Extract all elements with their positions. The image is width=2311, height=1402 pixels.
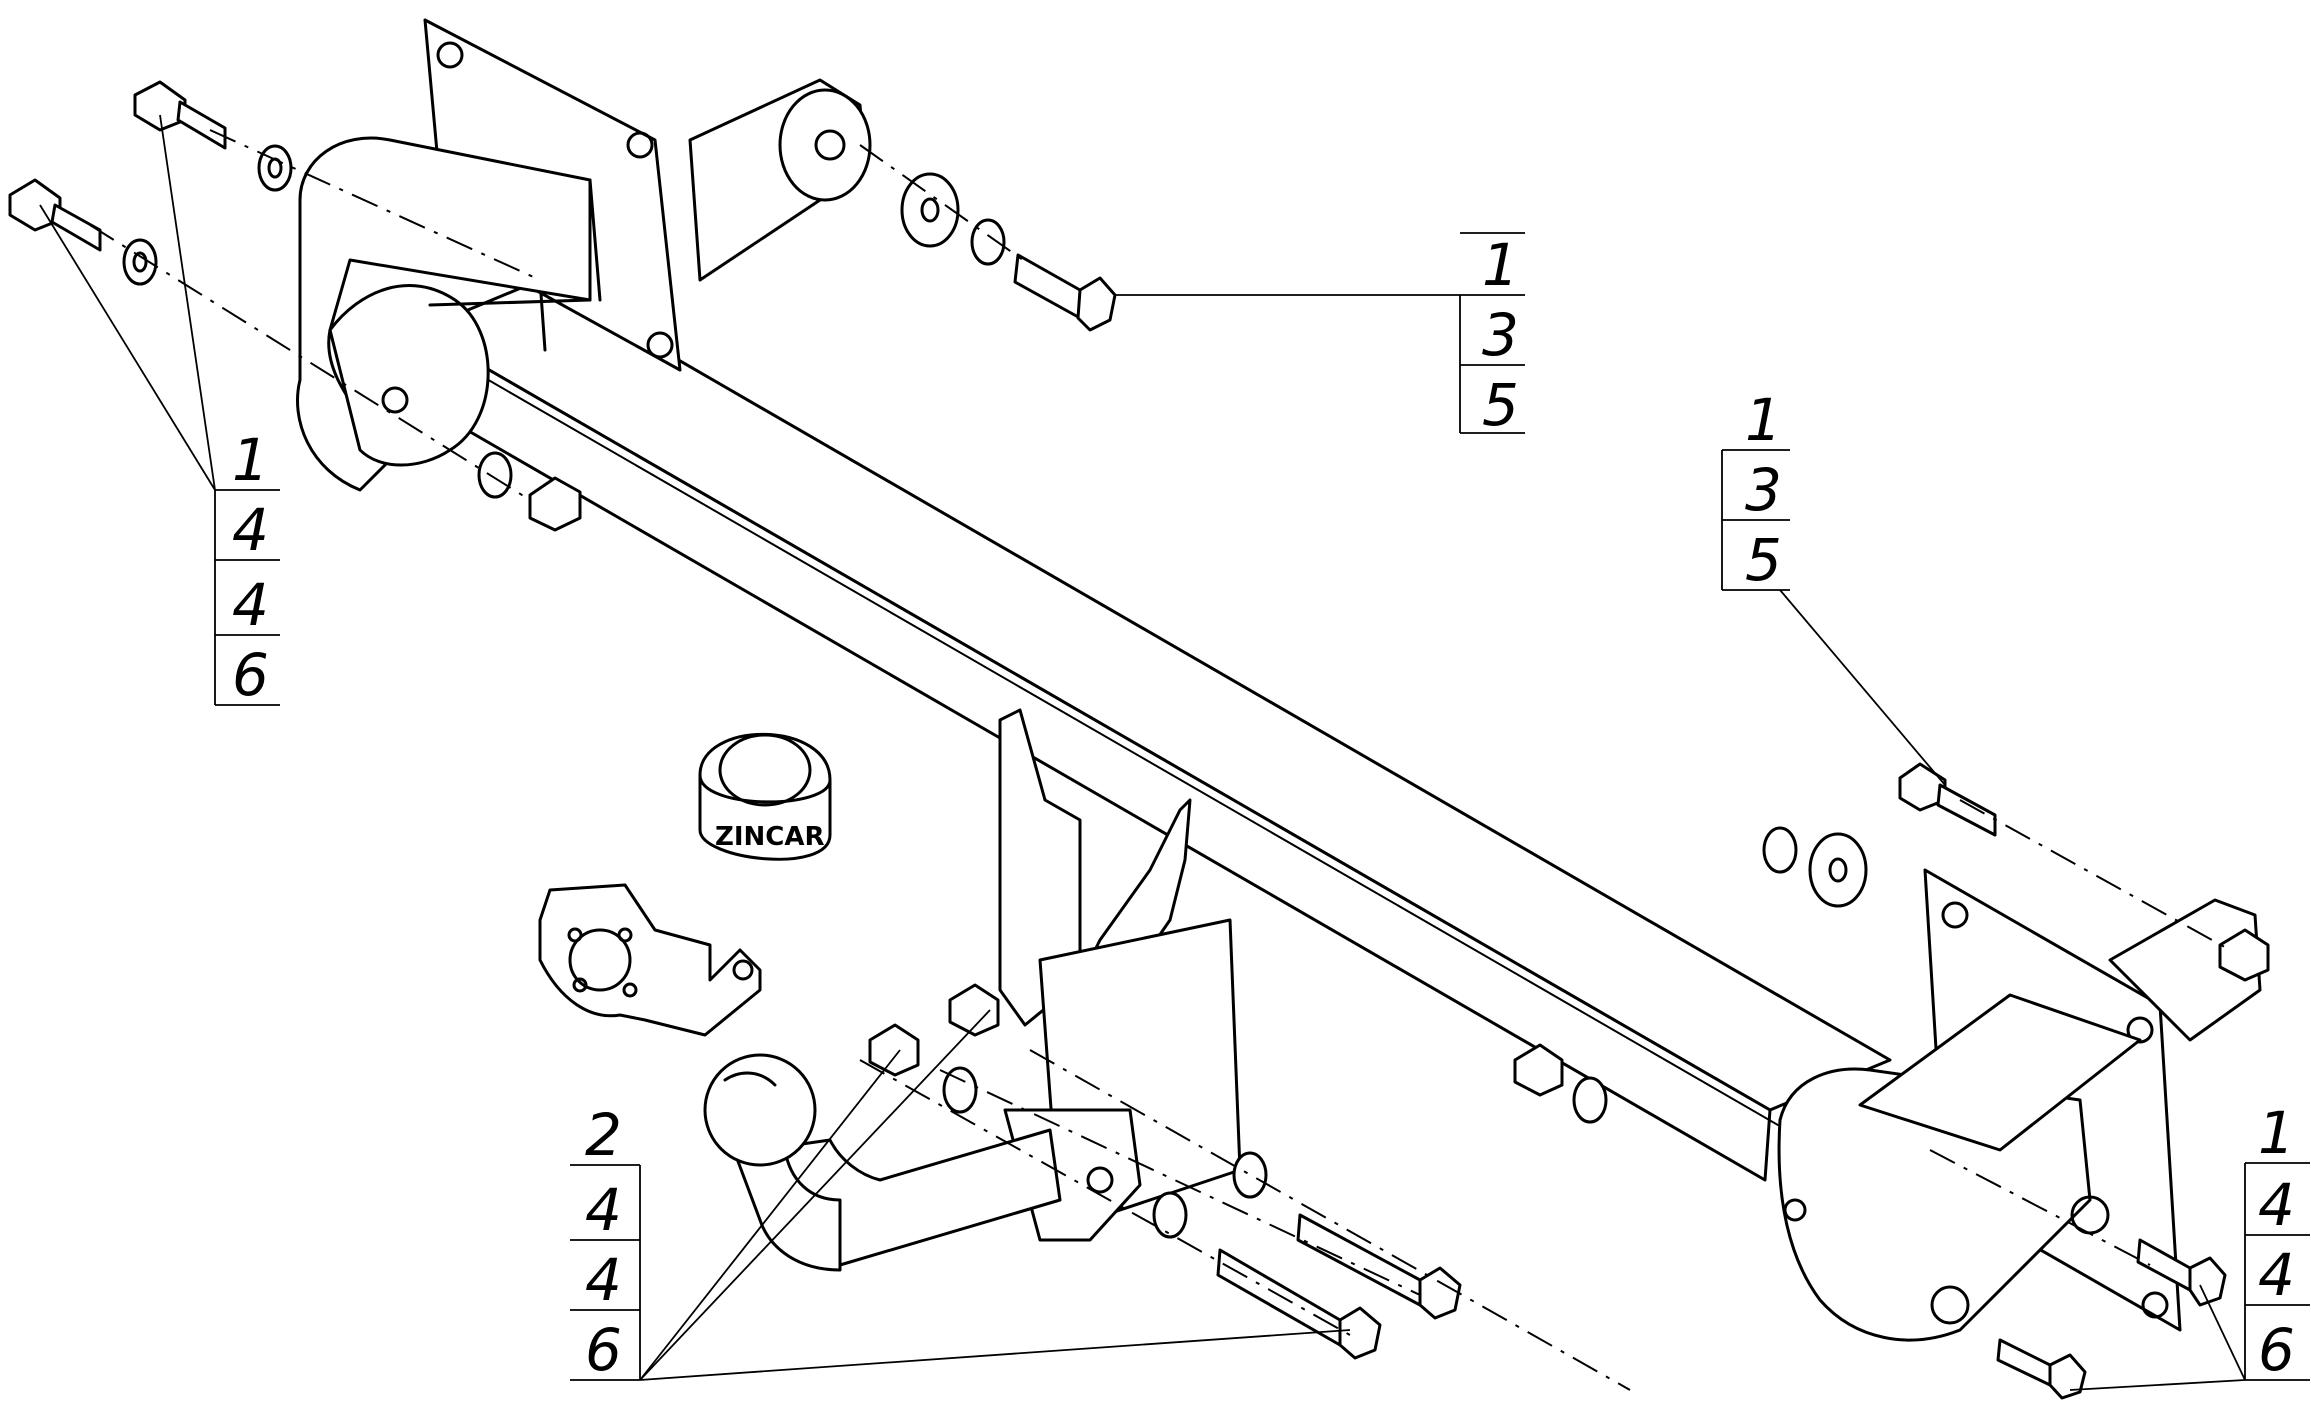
crossbar-beam bbox=[413, 278, 1892, 1182]
bolt-top-right bbox=[1013, 253, 1117, 332]
callout-bottom-right-4: 6 bbox=[2258, 1316, 2295, 1384]
assembly-axes bbox=[89, 129, 2231, 1391]
callout-top-left-4: 6 bbox=[232, 641, 269, 709]
callout-right-2: 3 bbox=[1745, 456, 1782, 524]
socket-mounting-plate bbox=[538, 883, 762, 1037]
left-mounting-bracket bbox=[296, 18, 872, 492]
callout-top-left-3: 4 bbox=[232, 571, 269, 639]
callout-bottom-right-1: 1 bbox=[2258, 1099, 2295, 1167]
bolt-left-upper bbox=[133, 80, 227, 150]
socket-cover-cap: ZINCAR bbox=[698, 732, 832, 861]
bolt-bottom-right-b bbox=[1996, 1338, 2087, 1400]
bolt-right-upper bbox=[1898, 762, 1997, 837]
bolt-bottom-right-a bbox=[2136, 1238, 2227, 1307]
callout-top-right-1: 1 bbox=[1482, 231, 1519, 299]
callout-bottom-center-3: 4 bbox=[585, 1246, 622, 1314]
bolt-hook-lower bbox=[1216, 1248, 1382, 1360]
callout-top-right-3: 5 bbox=[1482, 371, 1519, 439]
callout-bottom-center: 2 4 4 6 bbox=[570, 1101, 641, 1384]
bolt-left-lower bbox=[8, 178, 102, 252]
washers bbox=[122, 144, 1868, 1239]
nuts bbox=[528, 476, 2270, 1097]
callout-bottom-center-4: 6 bbox=[585, 1316, 622, 1384]
callout-top-right: 1 3 5 bbox=[1459, 231, 1525, 439]
right-mounting-bracket bbox=[1777, 868, 2262, 1342]
callout-top-left: 1 4 4 6 bbox=[214, 426, 280, 709]
callout-top-right-2: 3 bbox=[1482, 301, 1519, 369]
callout-bottom-right-2: 4 bbox=[2258, 1171, 2295, 1239]
callout-bottom-center-1: 2 bbox=[585, 1101, 622, 1169]
callout-bottom-right-3: 4 bbox=[2258, 1241, 2295, 1309]
callout-top-left-2: 4 bbox=[232, 496, 269, 564]
leader-lines bbox=[39, 114, 2246, 1391]
callout-bottom-center-2: 4 bbox=[585, 1176, 622, 1244]
callout-bottom-right: 1 4 4 6 bbox=[2244, 1099, 2310, 1384]
bolt-hook-upper bbox=[1296, 1213, 1462, 1320]
callout-right: 1 3 5 bbox=[1721, 386, 1790, 594]
tow-hook-assembly bbox=[703, 708, 1242, 1272]
callout-right-1: 1 bbox=[1745, 386, 1782, 454]
callout-right-3: 5 bbox=[1745, 526, 1782, 594]
socket-cap-brand-text: ZINCAR bbox=[715, 822, 825, 852]
callout-top-left-1: 1 bbox=[232, 426, 269, 494]
